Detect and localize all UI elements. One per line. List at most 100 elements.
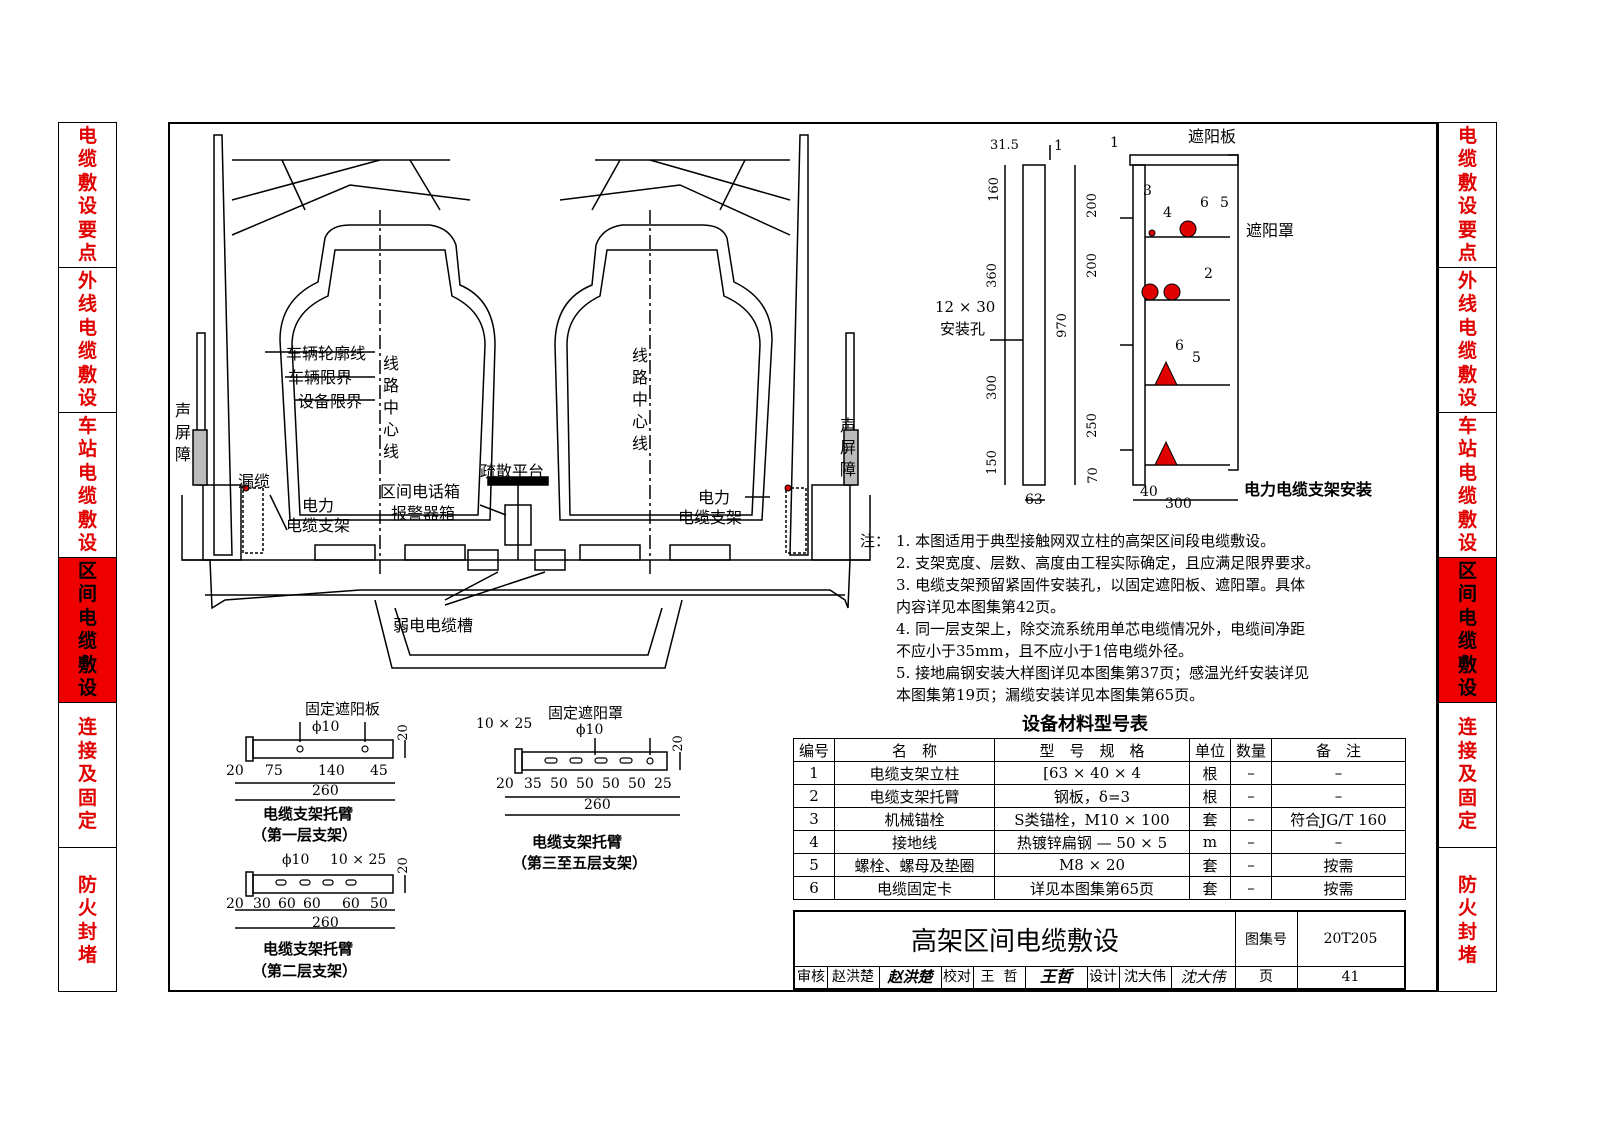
arm-details — [235, 722, 681, 929]
label-power-left-1: 电力 — [302, 496, 335, 515]
label-evac-platform: 疏散平台 — [480, 462, 545, 481]
title-block: 高架区间电缆敷设 图集号 20T205 审核 赵洪楚 赵洪楚 校对 王 哲 王哲… — [793, 910, 1406, 990]
arm1-d1: 75 — [265, 763, 283, 779]
callout-1b: 1 — [1110, 135, 1119, 151]
callout-6b: 6 — [1175, 338, 1184, 354]
bom-header: 型 号 规 格 — [994, 738, 1190, 762]
bom-cell: 2 — [793, 784, 835, 808]
tab-outdoor-cable[interactable]: 外线电缆敷设 — [1439, 268, 1496, 413]
atlas-label: 图集号 — [1235, 912, 1298, 967]
designer-signature: 沈大伟 — [1171, 966, 1236, 988]
arm3-slot: 10 × 25 — [476, 716, 533, 732]
bom-cell: 套 — [1189, 876, 1231, 900]
bom-cell: – — [1230, 853, 1272, 877]
bom-cell: – — [1230, 784, 1272, 808]
tab-station-cable[interactable]: 车站电缆敷设 — [1439, 413, 1496, 558]
arm2-caption: 电缆支架托臂 — [263, 940, 354, 958]
tab-connection-fixing[interactable]: 连接及固定 — [1439, 703, 1496, 848]
tab-outdoor-cable[interactable]: 外线电缆敷设 — [59, 268, 116, 413]
dim-200b: 200 — [1084, 253, 1100, 278]
dim-970: 970 — [1054, 313, 1070, 338]
label-weak-trough: 弱电电缆槽 — [393, 616, 474, 635]
dim-300w: 300 — [1165, 496, 1192, 512]
tab-connection-fixing[interactable]: 连接及固定 — [59, 703, 116, 848]
bom-cell: 电缆固定卡 — [834, 876, 995, 900]
bracket-install-title: 电力电缆支架安装 — [1244, 480, 1373, 499]
bom-cell: 热镀锌扁钢 — 50 × 5 — [994, 830, 1190, 854]
label-phone-box: 区间电话箱 — [380, 482, 461, 501]
bom-cell: – — [1271, 761, 1406, 785]
bom-header-row: 编号 名 称 型 号 规 格 单位 数量 备 注 — [793, 738, 1406, 762]
arm3-caption2: （第三至五层支架） — [512, 854, 648, 872]
tab-section-cable[interactable]: 区间电缆敷设 — [59, 558, 116, 703]
arm2-d0: 20 — [226, 896, 244, 912]
arm2-d2: 60 — [278, 896, 296, 912]
arm3-hole: ϕ10 — [576, 722, 604, 738]
tab-cable-laying-points[interactable]: 电缆敷设要点 — [59, 123, 116, 268]
cable-markers — [242, 220, 1197, 492]
atlas-no: 20T205 — [1297, 912, 1404, 967]
check-label: 校对 — [941, 966, 974, 988]
callout-4: 4 — [1163, 205, 1172, 221]
arm1-d0: 20 — [226, 763, 244, 779]
arm2-d4: 60 — [342, 896, 360, 912]
bom-cell: – — [1230, 876, 1272, 900]
arm3-total: 260 — [584, 797, 611, 813]
label-power-right-2: 电缆支架 — [678, 508, 743, 527]
tab-station-cable[interactable]: 车站电缆敷设 — [59, 413, 116, 558]
tab-fire-sealing[interactable]: 防火封堵 — [77, 873, 97, 967]
label-equipment-limit: 设备限界 — [298, 392, 363, 411]
bom-cell: – — [1230, 807, 1272, 831]
callout-6a: 6 — [1200, 195, 1209, 211]
dim-40: 40 — [1140, 484, 1158, 500]
bom-cell: – — [1230, 761, 1272, 785]
arm3-d3: 50 — [576, 776, 594, 792]
drawing-frame — [168, 122, 1438, 992]
bom-cell: 机械锚栓 — [834, 807, 995, 831]
tab-cable-laying-points[interactable]: 电缆敷设要点 — [1439, 123, 1496, 268]
label-sunshade-board: 遮阳板 — [1188, 127, 1237, 146]
tab-fire-sealing[interactable]: 防火封堵 — [1457, 873, 1477, 967]
arm3-h: 20 — [670, 735, 686, 752]
callout-3: 3 — [1143, 183, 1152, 199]
note-line: 3. 电缆支架预留紧固件安装孔，以固定遮阳板、遮阳罩。具体 — [896, 576, 1306, 594]
checker: 王 哲 — [973, 966, 1026, 988]
bom-header: 名 称 — [834, 738, 995, 762]
arm3-d4: 50 — [602, 776, 620, 792]
arm2-d1: 30 — [253, 896, 271, 912]
bom-cell: 螺栓、螺母及垫圈 — [834, 853, 995, 877]
bom-title: 设备材料型号表 — [1022, 714, 1148, 735]
arm3-d0: 20 — [496, 776, 514, 792]
arm2-slot: 10 × 25 — [330, 852, 387, 868]
bom-cell: 详见本图集第65页 — [994, 876, 1190, 900]
reviewer-signature: 赵洪楚 — [879, 966, 942, 988]
label-line-center-right: 线路中心线 — [632, 346, 649, 453]
arm3-caption: 电缆支架托臂 — [532, 833, 623, 851]
bom-cell: 3 — [793, 807, 835, 831]
note-line: 1. 本图适用于典型接触网双立柱的高架区间段电缆敷设。 — [896, 532, 1276, 550]
right-tab-column: 电缆敷设要点 外线电缆敷设 车站电缆敷设 区间电缆敷设 连接及固定 防火封堵 — [1438, 122, 1497, 992]
bom-header: 数量 — [1230, 738, 1272, 762]
design-label: 设计 — [1087, 966, 1120, 988]
arm1-total: 260 — [312, 783, 339, 799]
callout-5b: 5 — [1192, 350, 1201, 366]
reviewer: 赵洪楚 — [827, 966, 880, 988]
tab-section-cable[interactable]: 区间电缆敷设 — [1439, 558, 1496, 703]
note-line: 5. 接地扁钢安装大样图详见本图集第37页；感温光纤安装详见 — [896, 664, 1310, 682]
dim-300: 300 — [984, 375, 1000, 400]
dim-360: 360 — [984, 263, 1000, 288]
arm2-d5: 50 — [370, 896, 388, 912]
dim-200a: 200 — [1084, 193, 1100, 218]
arm3-d1: 35 — [524, 776, 542, 792]
label-hole: 安装孔 — [940, 320, 986, 338]
label-sunshade-cover: 遮阳罩 — [1246, 221, 1295, 240]
note-line: 4. 同一层支架上，除交流系统用单芯电缆情况外，电缆间净距 — [896, 620, 1306, 638]
label-vehicle-contour: 车辆轮廓线 — [286, 344, 367, 363]
bom-cell: [63 × 40 × 4 — [994, 761, 1190, 785]
